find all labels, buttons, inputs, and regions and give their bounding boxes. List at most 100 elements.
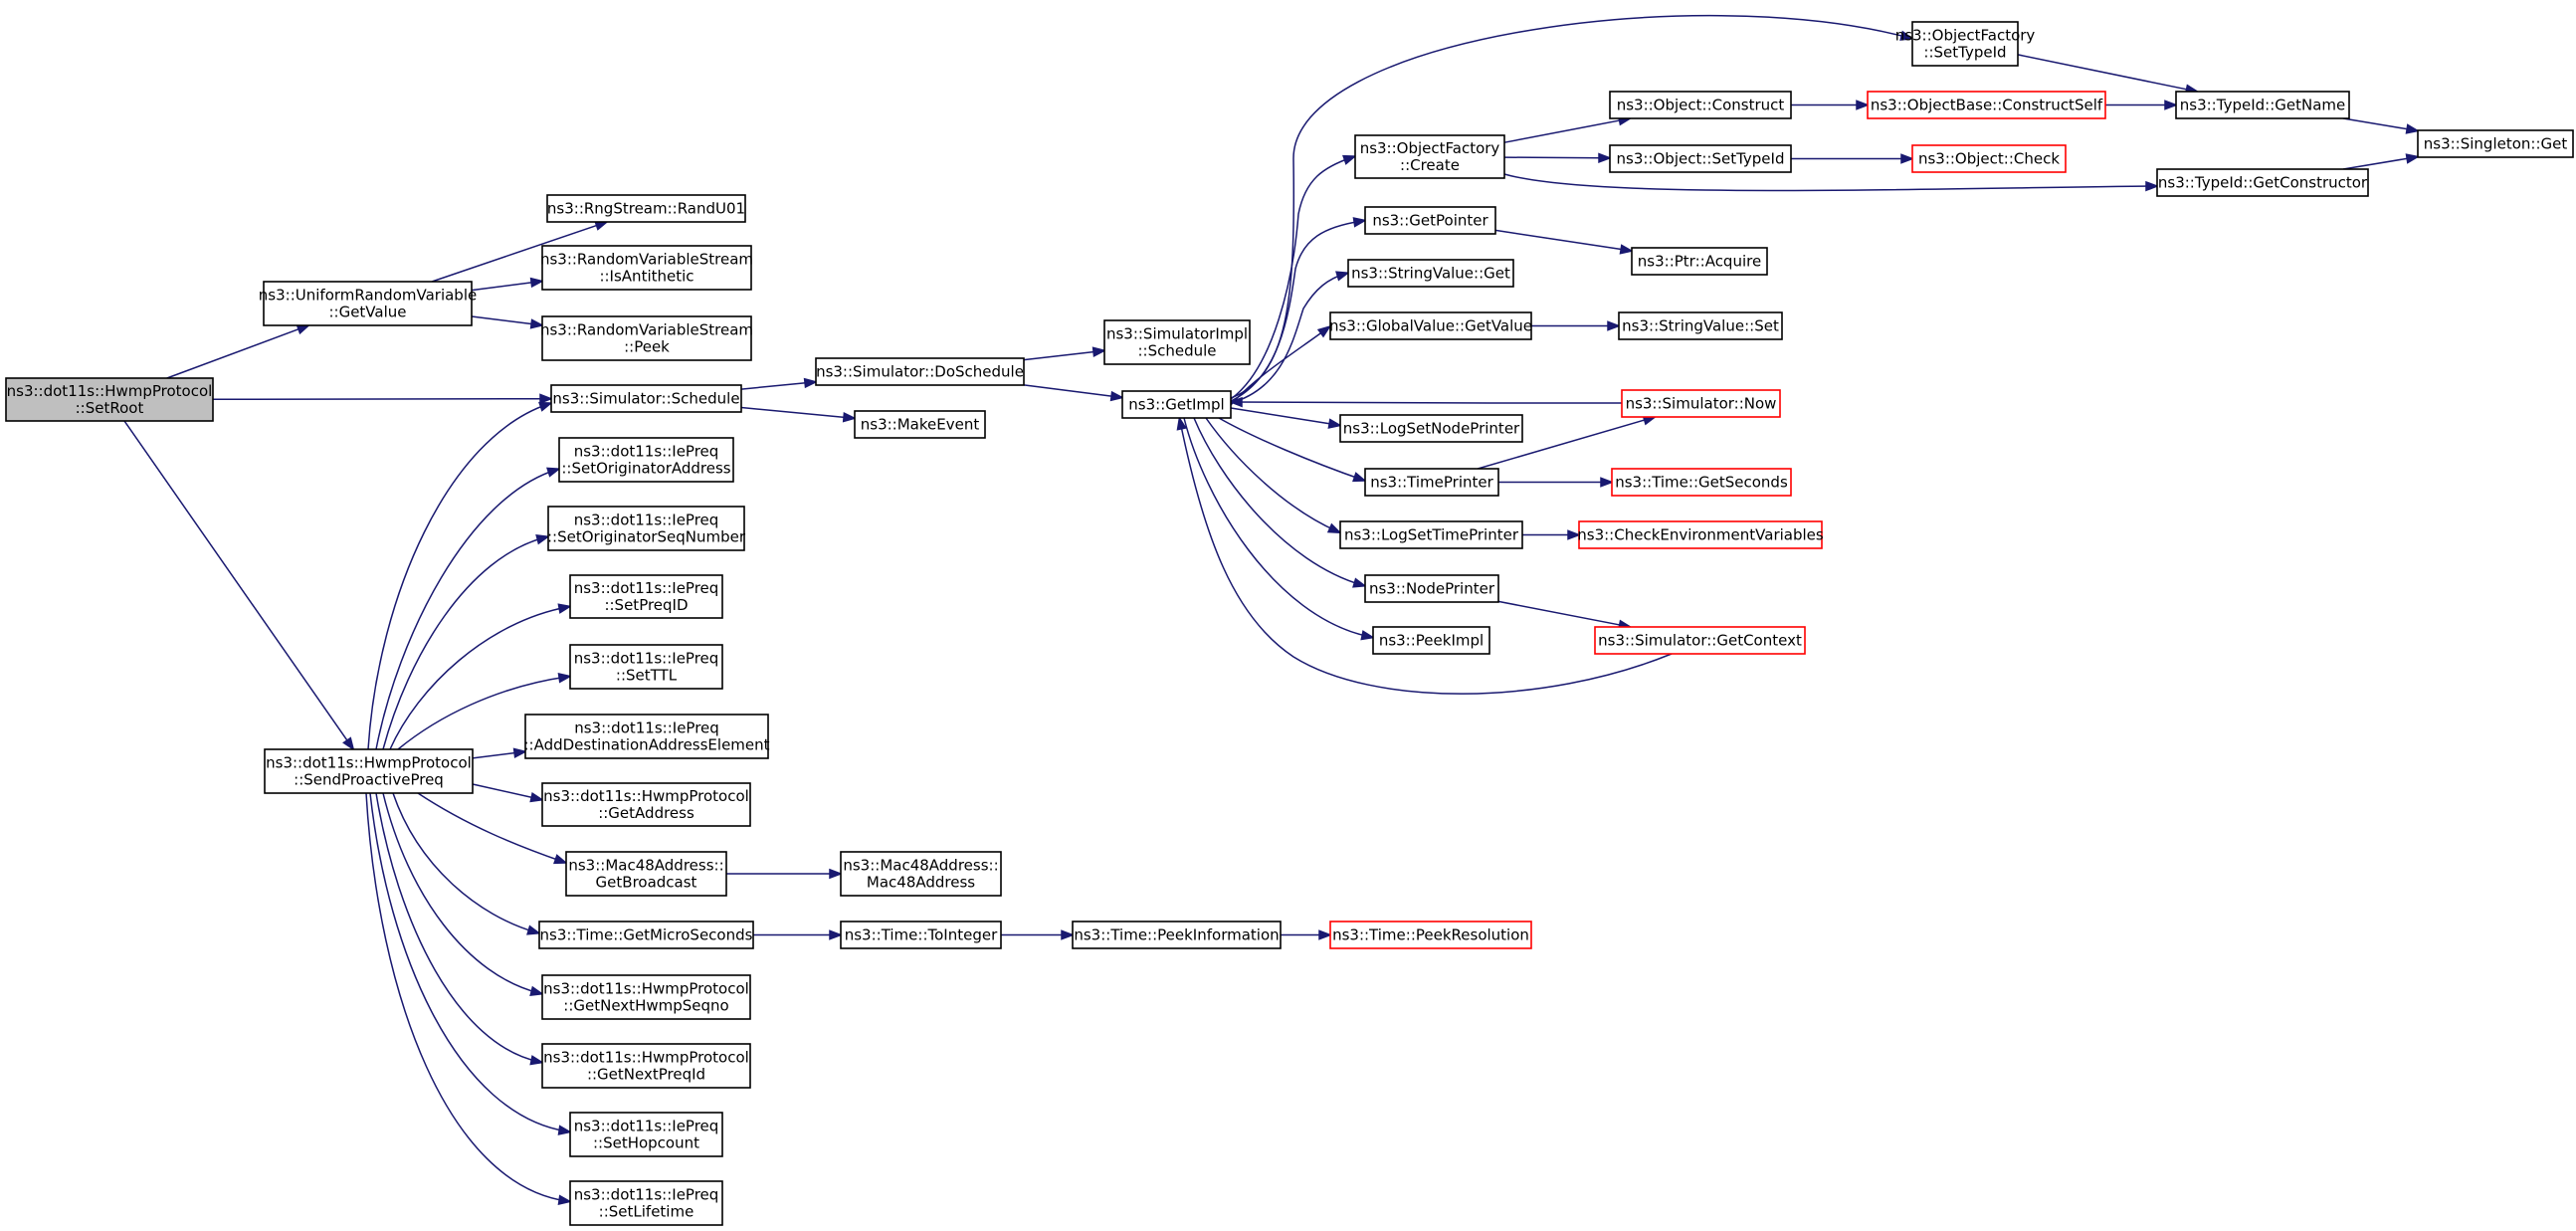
node-peekimpl[interactable]: ns3::PeekImpl	[1372, 626, 1490, 655]
node-peekresolution[interactable]: ns3::Time::PeekResolution	[1329, 921, 1532, 949]
node-setoriginatorseqnumber[interactable]: ns3::dot11s::IePreq::SetOriginatorSeqNum…	[547, 506, 746, 551]
node-doschedule[interactable]: ns3::Simulator::DoSchedule	[815, 357, 1025, 386]
edge-getimpl-to-of_settypeid	[1230, 14, 1914, 399]
node-box	[546, 194, 746, 223]
edge-sendproactivepreq-to-setttl	[397, 673, 573, 750]
node-setpreqid[interactable]: ns3::dot11s::IePreq::SetPreqID	[569, 574, 723, 619]
node-mac48address[interactable]: ns3::Mac48Address::Mac48Address	[840, 851, 1002, 897]
arrowhead	[529, 1055, 544, 1066]
node-label-line: ns3::CheckEnvironmentVariables	[1577, 526, 1824, 544]
arrowhead	[1598, 152, 1613, 163]
node-box	[1911, 21, 2019, 67]
node-makeevent[interactable]: ns3::MakeEvent	[854, 410, 986, 439]
node-adddestination[interactable]: ns3::dot11s::IePreq::AddDestinationAddre…	[523, 714, 770, 759]
edge-getimpl-to-peekimpl	[1183, 417, 1375, 641]
node-getbroadcast[interactable]: ns3::Mac48Address::GetBroadcast	[565, 851, 727, 897]
node-constructself[interactable]: ns3::ObjectBase::ConstructSelf	[1867, 91, 2106, 119]
node-stringvalue_set[interactable]: ns3::StringValue::Set	[1618, 311, 1783, 340]
arrowhead	[1342, 154, 1357, 165]
node-stringvalue_get[interactable]: ns3::StringValue::Get	[1347, 259, 1514, 288]
edge-globalvalue_getvalue-to-stringvalue_set	[1531, 320, 1622, 331]
node-sethopcount[interactable]: ns3::dot11s::IePreq::SetHopcount	[569, 1112, 723, 1157]
node-box	[1364, 468, 1499, 497]
node-peek[interactable]: ns3::RandomVariableStream::Peek	[540, 315, 753, 361]
node-randu01[interactable]: ns3::RngStream::RandU01	[546, 194, 746, 223]
arrowhead	[1567, 529, 1582, 540]
node-nodeprinter[interactable]: ns3::NodePrinter	[1364, 574, 1499, 603]
node-isantithetic[interactable]: ns3::RandomVariableStream::IsAntithetic	[540, 245, 753, 291]
node-label-line: ns3::RandomVariableStream	[540, 251, 753, 269]
node-setoriginatoraddress[interactable]: ns3::dot11s::IePreq::SetOriginatorAddres…	[558, 437, 734, 483]
node-logsetnodeprinter[interactable]: ns3::LogSetNodePrinter	[1339, 414, 1523, 443]
node-label-line: ::SetLifetime	[599, 1203, 694, 1221]
arrowhead	[2164, 100, 2179, 110]
node-simimpl_schedule[interactable]: ns3::SimulatorImpl::Schedule	[1103, 319, 1251, 365]
node-of_create[interactable]: ns3::ObjectFactory::Create	[1354, 134, 1505, 179]
edge-logsettimeprinter-to-checkenv	[1522, 529, 1582, 540]
node-typeid_getconstructor[interactable]: ns3::TypeId::GetConstructor	[2156, 168, 2369, 197]
node-label-line: ns3::LogSetNodePrinter	[1343, 420, 1520, 438]
node-getnextpreqid[interactable]: ns3::dot11s::HwmpProtocol::GetNextPreqId	[541, 1043, 751, 1089]
edge-getimpl-to-timeprinter	[1218, 417, 1367, 483]
node-box	[1609, 144, 1792, 173]
arrowhead	[526, 924, 541, 935]
node-getpointer[interactable]: ns3::GetPointer	[1364, 206, 1496, 235]
node-label-line: ns3::UniformRandomVariable	[259, 287, 477, 305]
node-obj_settypeid[interactable]: ns3::Object::SetTypeId	[1609, 144, 1792, 173]
node-label-line: ns3::Time::PeekResolution	[1332, 926, 1529, 944]
node-sim_now[interactable]: ns3::Simulator::Now	[1621, 389, 1781, 418]
edge-getimpl-to-getpointer	[1230, 217, 1368, 402]
node-getmicroseconds[interactable]: ns3::Time::GetMicroSeconds	[538, 921, 754, 949]
node-label-line: ::SetOriginatorSeqNumber	[547, 528, 746, 546]
node-label-line: ::GetAddress	[598, 804, 694, 822]
node-sendproactivepreq[interactable]: ns3::dot11s::HwmpProtocol::SendProactive…	[264, 748, 474, 794]
node-sim_schedule[interactable]: ns3::Simulator::Schedule	[550, 384, 742, 413]
node-box	[2175, 91, 2350, 119]
edge-timeprinter-to-sim_now	[1477, 415, 1658, 470]
arrowhead	[1228, 396, 1243, 408]
node-setttl[interactable]: ns3::dot11s::IePreq::SetTTL	[569, 644, 723, 690]
node-hwmp_getaddress[interactable]: ns3::dot11s::HwmpProtocol::GetAddress	[541, 782, 751, 827]
node-of_settypeid[interactable]: ns3::ObjectFactory::SetTypeId	[1895, 21, 2036, 67]
arrowhead	[829, 868, 844, 880]
edge-getimpl-to-of_create	[1230, 154, 1357, 400]
arrowhead	[1856, 100, 1871, 110]
node-typeid_getname[interactable]: ns3::TypeId::GetName	[2175, 91, 2350, 119]
node-uniform_getvalue[interactable]: ns3::UniformRandomVariable::GetValue	[259, 281, 477, 326]
node-box	[1339, 520, 1523, 549]
node-ptr_acquire[interactable]: ns3::Ptr::Acquire	[1631, 247, 1768, 276]
node-obj_construct[interactable]: ns3::Object::Construct	[1609, 91, 1792, 119]
node-label-line: ns3::dot11s::HwmpProtocol	[543, 787, 749, 805]
node-getimpl[interactable]: ns3::GetImpl	[1121, 390, 1232, 419]
node-label-line: ns3::Object::SetTypeId	[1617, 150, 1785, 168]
node-globalvalue_getvalue[interactable]: ns3::GlobalValue::GetValue	[1329, 311, 1532, 340]
arrowhead	[512, 747, 528, 758]
edge-sendproactivepreq-to-setoriginatorseqnumber	[382, 534, 550, 750]
node-setlifetime[interactable]: ns3::dot11s::IePreq::SetLifetime	[569, 1180, 723, 1226]
node-label-line: ns3::ObjectBase::ConstructSelf	[1871, 97, 2103, 114]
node-box	[1103, 319, 1251, 365]
node-tointeger[interactable]: ns3::Time::ToInteger	[840, 921, 1002, 949]
node-getnexthwmpseqno[interactable]: ns3::dot11s::HwmpProtocol::GetNextHwmpSe…	[541, 974, 751, 1020]
edge-getpointer-to-ptr_acquire	[1494, 229, 1635, 255]
node-setroot[interactable]: ns3::dot11s::HwmpProtocol::SetRoot	[5, 377, 214, 422]
arrowhead	[1352, 472, 1367, 483]
node-label-line: ::IsAntithetic	[599, 268, 694, 286]
node-box	[840, 851, 1002, 897]
node-label-line: ns3::GetImpl	[1128, 396, 1224, 414]
edge-timeprinter-to-time_getseconds	[1498, 477, 1615, 488]
node-checkenv[interactable]: ns3::CheckEnvironmentVariables	[1577, 520, 1824, 549]
node-label-line: ns3::RandomVariableStream	[540, 321, 753, 339]
node-logsettimeprinter[interactable]: ns3::LogSetTimePrinter	[1339, 520, 1523, 549]
node-singleton_get[interactable]: ns3::Singleton::Get	[2417, 129, 2574, 158]
node-label-line: ns3::Singleton::Get	[2424, 135, 2568, 153]
arrowhead	[842, 411, 858, 423]
node-timeprinter[interactable]: ns3::TimePrinter	[1364, 468, 1499, 497]
node-obj_check[interactable]: ns3::Object::Check	[1911, 144, 2067, 173]
node-sim_getcontext[interactable]: ns3::Simulator::GetContext	[1594, 626, 1806, 655]
edge-doschedule-to-getimpl	[1023, 384, 1125, 402]
node-peekinformation[interactable]: ns3::Time::PeekInformation	[1072, 921, 1282, 949]
node-label-line: ns3::dot11s::IePreq	[574, 512, 719, 529]
node-time_getseconds[interactable]: ns3::Time::GetSeconds	[1611, 468, 1792, 497]
node-label-line: ns3::Simulator::Schedule	[552, 390, 739, 408]
